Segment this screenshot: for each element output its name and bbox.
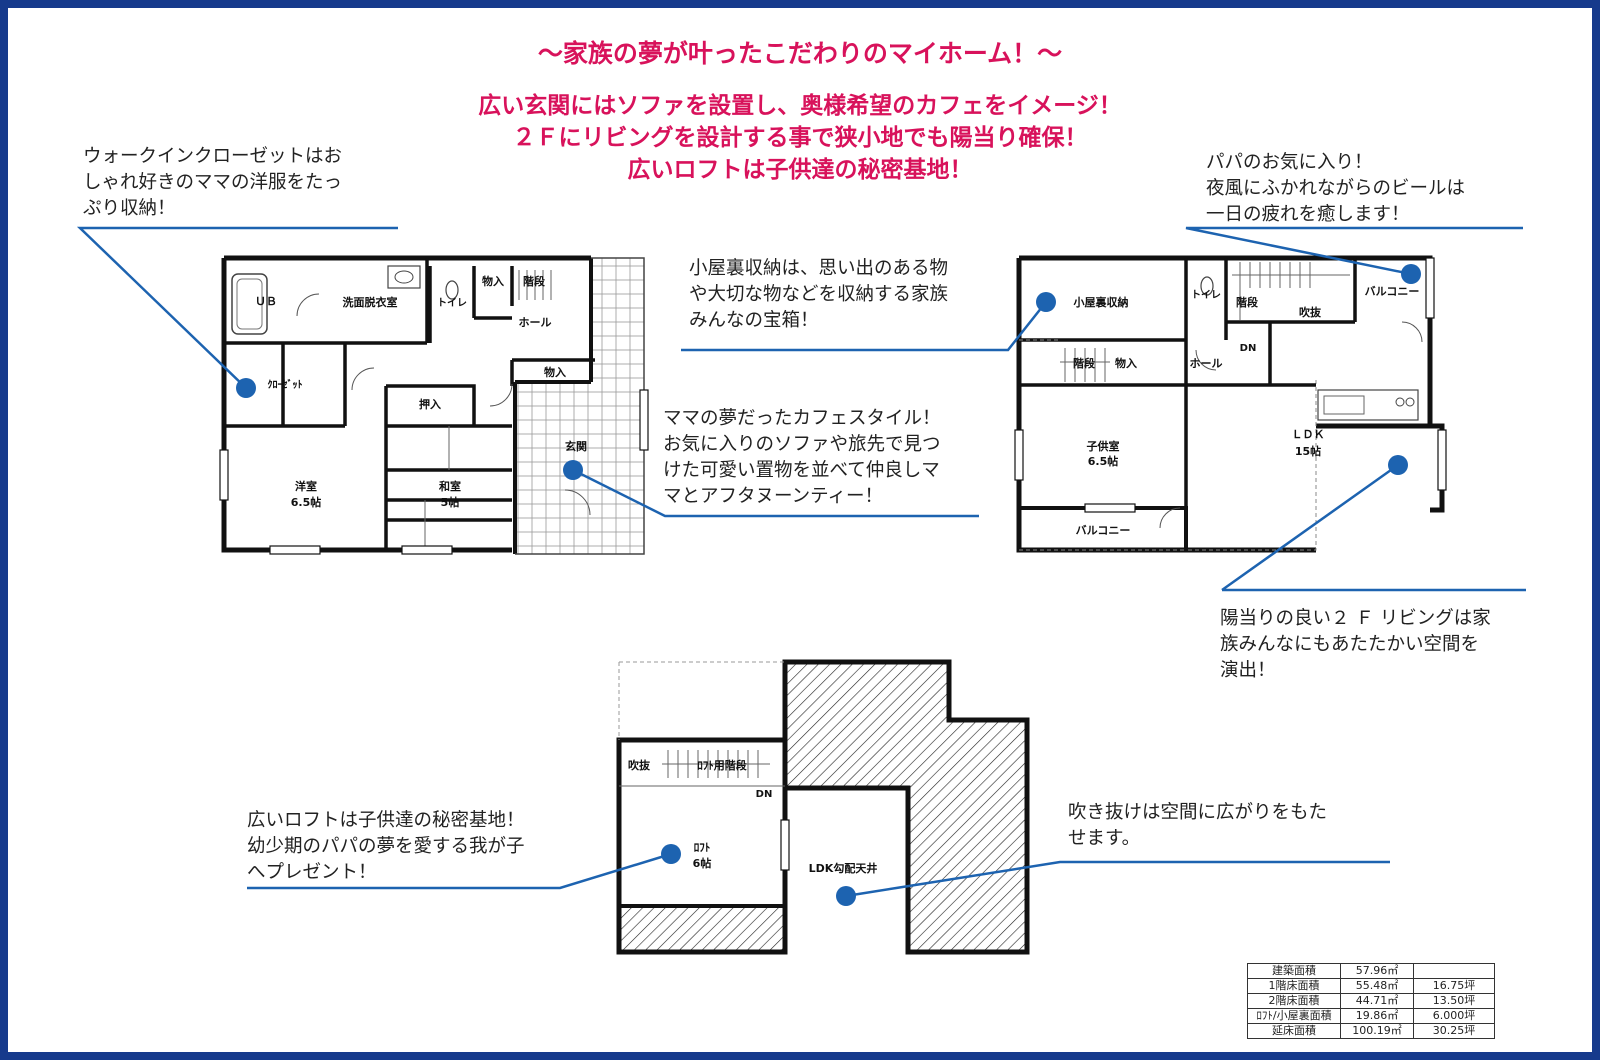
loft-plan: 吹抜 ﾛﾌﾄ用階段 DN ﾛﾌﾄ 6帖 LDK勾配天井 — [616, 659, 1030, 955]
caption-loft: 広いロフトは子供達の秘密基地！ 幼少期のパパの夢を愛する我が子 へプレゼント！ — [247, 810, 525, 883]
marker-ceiling — [836, 886, 856, 906]
label-washroom: 洗面脱衣室 — [343, 295, 398, 309]
marker-living — [1388, 455, 1408, 475]
first-floor-plan: ＵＢ 洗面脱衣室 トイレ 物入 階段 ホール 物入 ｸﾛｰｾﾞｯﾄ 押入 玄関 … — [219, 255, 649, 555]
label-toilet-2f: トイレ — [1191, 289, 1221, 301]
label-storage-mid: 物入 — [544, 365, 566, 379]
label-japanese-size: 5帖 — [441, 495, 460, 509]
caption-entrance: ママの夢だったカフェスタイル！ お気に入りのソファや旅先で見つ けた可愛い置物を… — [663, 408, 941, 507]
label-toilet-1f: トイレ — [437, 297, 467, 309]
label-hall-2f: ホール — [1190, 357, 1223, 370]
label-storage-top: 物入 — [482, 274, 504, 288]
label-ub: ＵＢ — [255, 295, 277, 308]
label-entrance: 玄関 — [565, 439, 587, 453]
label-kids-size: 6.5帖 — [1088, 454, 1119, 468]
label-balcony-bottom: バルコニー — [1076, 524, 1131, 537]
label-loft-stairs: ﾛﾌﾄ用階段 — [697, 758, 747, 772]
marker-balcony — [1401, 264, 1421, 284]
second-floor-plan: 小屋裏収納 トイレ 階段 吹抜 バルコニー DN 階段 物入 ホール 子供室 6… — [1014, 255, 1447, 553]
label-stairs-1f: 階段 — [523, 274, 545, 288]
caption-closet: ウォークインクローゼットはお しゃれ好きのママの洋服をたっ ぷり収納！ — [83, 146, 343, 219]
area-table: 建築面積 57.96㎡ 1階床面積 55.48㎡ 16.75坪 2階床面積 44… — [1247, 963, 1495, 1039]
caption-void: 吹き抜けは空間に広がりをもた せます。 — [1068, 802, 1328, 849]
headline-title: ～家族の夢が叶ったこだわりのマイホーム！～ — [537, 39, 1063, 68]
leader-lines — [76, 226, 1526, 898]
label-stairs-2f: 階段 — [1236, 295, 1258, 309]
table-row: 建築面積 57.96㎡ — [1247, 963, 1495, 979]
table-row: ﾛﾌﾄ/小屋裏面積 19.86㎡ 6.000坪 — [1247, 1008, 1495, 1024]
label-closet: ｸﾛｰｾﾞｯﾄ — [268, 378, 303, 391]
table-row: 延床面積 100.19㎡ 30.25坪 — [1247, 1023, 1495, 1039]
label-hall-1f: ホール — [519, 316, 552, 329]
label-kids: 子供室 — [1087, 439, 1120, 453]
caption-living: 陽当りの良い２ Ｆ リビングは家 族みんなにもあたたかい空間を 演出！ — [1220, 608, 1491, 681]
label-western: 洋室 — [295, 479, 317, 493]
label-loft-size: 6帖 — [693, 856, 712, 870]
label-balcony-top: バルコニー — [1365, 285, 1420, 298]
label-loft: ﾛﾌﾄ — [694, 841, 711, 854]
marker-closet — [236, 378, 256, 398]
table-row: 1階床面積 55.48㎡ 16.75坪 — [1247, 978, 1495, 994]
label-void-2f: 吹抜 — [1299, 305, 1322, 319]
label-japanese: 和室 — [439, 479, 461, 493]
headline-line3: 広いロフトは子供達の秘密基地！ — [627, 157, 973, 183]
label-ldk-ceiling: LDK勾配天井 — [809, 861, 878, 875]
label-dn-2f: DN — [1240, 343, 1257, 354]
label-oshiire: 押入 — [419, 397, 441, 411]
label-void-loft: 吹抜 — [628, 758, 651, 772]
label-ldk-size: 15帖 — [1295, 444, 1321, 458]
caption-balcony: パパのお気に入り！ 夜風にふかれながらのビールは 一日の疲れを癒します！ — [1206, 152, 1466, 225]
label-ldk: ＬＤＫ — [1292, 428, 1325, 441]
marker-attic — [1036, 292, 1056, 312]
label-stairs2-2f: 階段 — [1073, 356, 1095, 370]
porch-tiles — [591, 258, 644, 554]
label-attic: 小屋裏収納 — [1073, 295, 1129, 309]
marker-loft — [661, 844, 681, 864]
headline-line2: ２Ｆにリビングを設計する事で狭小地でも陽当り確保！ — [512, 125, 1088, 151]
headline-line1: 広い玄関にはソファを設置し、奥様希望のカフェをイメージ！ — [478, 93, 1122, 119]
table-row: 2階床面積 44.71㎡ 13.50坪 — [1247, 993, 1495, 1009]
label-western-size: 6.5帖 — [291, 495, 322, 509]
label-storage-2f: 物入 — [1115, 356, 1137, 370]
marker-dots — [236, 264, 1421, 906]
label-dn-loft: DN — [756, 789, 773, 800]
marker-entrance — [563, 460, 583, 480]
caption-attic: 小屋裏収納は、思い出のある物 や大切な物などを収納する家族 みんなの宝箱！ — [689, 258, 949, 331]
